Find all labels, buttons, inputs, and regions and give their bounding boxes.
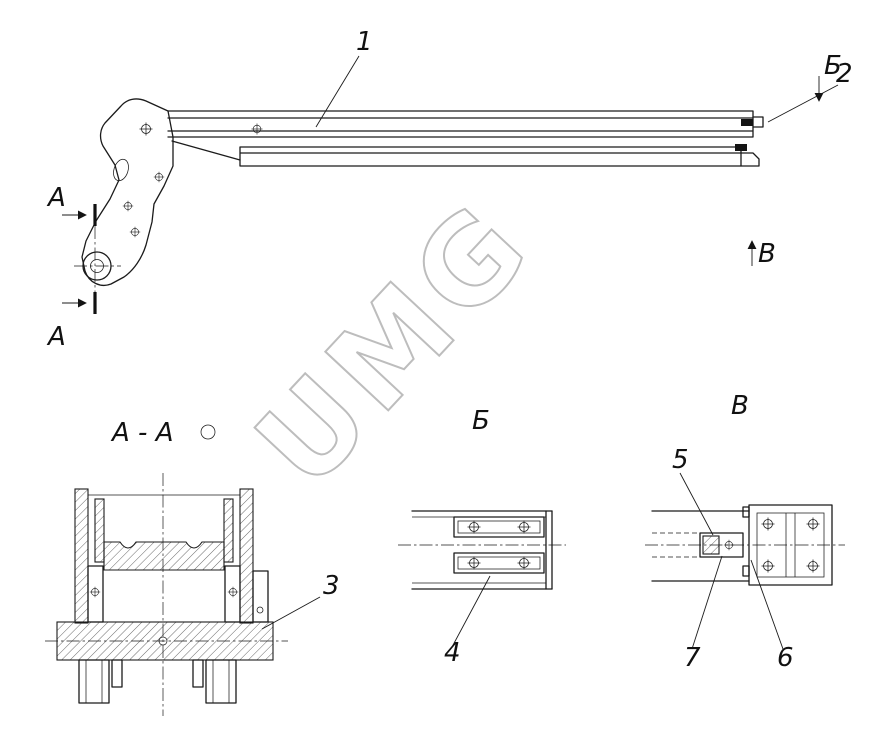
section-aa-title: А - А: [110, 418, 173, 448]
leader-line-4: [451, 575, 491, 648]
section-aa-view: А - А 3: [45, 418, 340, 716]
boom-tip-upper: [752, 116, 764, 128]
foot-right: [205, 659, 237, 704]
part-callout-2: 2: [767, 59, 853, 123]
tip-pad-lower: [735, 144, 747, 151]
part-label-6: 6: [777, 643, 794, 673]
view-v: В 5 7 6: [645, 391, 845, 673]
section-line-a: А А: [46, 183, 97, 352]
brace-line: [171, 140, 241, 161]
leader-line-7: [691, 555, 723, 650]
part-label-1: 1: [356, 27, 373, 57]
rotated-section-symbol-icon: [200, 424, 216, 440]
pad-bolt-icon: [761, 559, 775, 573]
part-label-2: 2: [836, 59, 853, 89]
view-arrow-v-group: В: [747, 239, 776, 269]
leader-line-5: [679, 472, 714, 536]
umg-watermark: UMG: [230, 175, 559, 513]
wear-pad-top-inner: [457, 520, 541, 534]
inner-wall-left: [94, 498, 105, 563]
slide-pad: [103, 541, 225, 571]
end-block-tab-bottom: [742, 565, 750, 577]
part-label-3: 3: [323, 571, 340, 601]
leader-line-2: [767, 84, 839, 123]
wear-pad-bottom: [453, 552, 545, 574]
part-label-7: 7: [684, 643, 701, 673]
section-letter-a-top: А: [46, 183, 66, 213]
boom-upper-chord: [167, 110, 754, 138]
outer-wall-right: [239, 488, 254, 624]
tip-pad-upper: [741, 119, 753, 126]
pad-bolt-icon: [761, 517, 775, 531]
leader-line-3: [261, 596, 321, 630]
wear-pad-top: [453, 516, 545, 538]
pad-bolt-icon: [517, 556, 531, 570]
side-pad-right: [224, 565, 241, 623]
pad-bolt-icon: [517, 520, 531, 534]
outer-bracket-right: [252, 570, 269, 623]
end-block-tab-top: [742, 506, 750, 518]
part-label-4: 4: [444, 638, 461, 668]
part-label-5: 5: [672, 445, 689, 475]
pad-bolt-icon: [806, 559, 820, 573]
view-b: Б 4: [398, 406, 566, 668]
pad-bolt-icon: [89, 586, 101, 598]
boom-tip-lower: [740, 152, 760, 167]
pad-bolt-icon: [467, 556, 481, 570]
part-callout-1: 1: [315, 27, 373, 128]
pad-bolt-icon: [227, 586, 239, 598]
side-pad-left: [87, 565, 104, 623]
view-letter-b: Б: [824, 51, 842, 81]
pivot-bracket: [81, 98, 174, 286]
foot-tab-right: [192, 659, 204, 688]
view-b-title: Б: [472, 406, 490, 436]
bracket-bolt-icon: [129, 226, 141, 238]
main-view: А А Б В 1 2: [46, 27, 853, 352]
boom-lower-chord: [239, 146, 742, 167]
leader-line-6: [750, 559, 784, 650]
view-letter-v: В: [758, 239, 776, 269]
pad-bolt-icon: [467, 520, 481, 534]
bracket-bolt-icon: [153, 171, 165, 183]
outer-wall-left: [74, 488, 89, 624]
foot-tab-left: [111, 659, 123, 688]
wear-pad-bottom-inner: [457, 556, 541, 570]
inner-wall-right: [223, 498, 234, 563]
bracket-bolt-icon: [122, 200, 134, 212]
beam-bolt-icon: [251, 123, 263, 135]
foot-left: [78, 659, 110, 704]
pad-bolt-icon: [806, 517, 820, 531]
bracket-hole: [256, 606, 264, 614]
leader-line-1: [315, 55, 360, 128]
bracket-bolt-icon: [139, 122, 153, 136]
bracket-slot-hole: [113, 158, 129, 182]
view-v-title: В: [731, 391, 749, 421]
section-letter-a-bottom: А: [46, 322, 66, 352]
view-arrow-b-group: Б: [814, 51, 842, 102]
